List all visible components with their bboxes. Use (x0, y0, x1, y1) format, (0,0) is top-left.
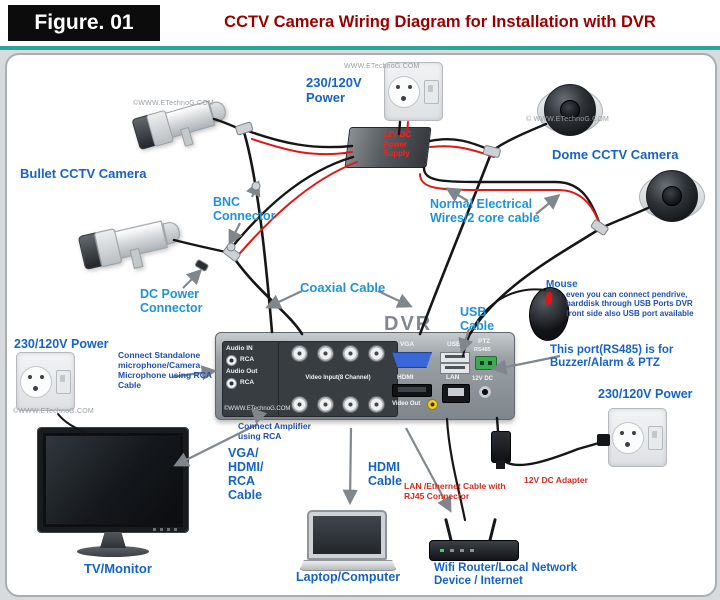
label-usb-cable: USB Cable (460, 305, 495, 333)
bnc-input-row (282, 345, 394, 362)
label-bullet-camera: Bullet CCTV Camera (20, 166, 147, 181)
dc-12v-label: 12V DC (472, 376, 494, 382)
dc-power-supply: 12V DC Power Supply (344, 127, 432, 168)
outlet-switch (647, 425, 663, 450)
outlet-switch (55, 369, 71, 394)
rca-jack (226, 354, 237, 366)
watermark-outlet: ©WWW.ETechnoG.COM (13, 408, 94, 415)
bnc-input (290, 345, 308, 362)
usb-label: USB (447, 341, 461, 348)
laptop-screen (307, 510, 387, 560)
audio-in-label: Audio IN (226, 345, 253, 352)
video-out-label: Video Out (392, 401, 421, 407)
audio-out-label: Audio Out (226, 367, 258, 375)
label-normal-wires: Normal Electrical Wires/2 core cable (430, 197, 540, 225)
note-mouse-usb: even you can connect pendrive, harddisk … (566, 290, 694, 318)
dc-adapter (491, 431, 511, 469)
outlet-switch (423, 79, 439, 104)
figure-number-badge: Figure. 01 (8, 5, 160, 41)
tv-screen (37, 427, 189, 533)
bnc-input (316, 345, 334, 362)
rca-label: RCA (240, 356, 255, 364)
label-power-right: 230/120V Power (598, 387, 693, 401)
watermark-camera: ©WWW.ETechnoG.COM (133, 100, 214, 107)
page-title: CCTV Camera Wiring Diagram for Installat… (224, 13, 656, 31)
power-outlet-right (608, 408, 667, 467)
vga-label: VGA (400, 341, 415, 348)
router-antenna (488, 517, 497, 543)
wifi-router (429, 517, 519, 561)
note-rs485: This port(RS485) is for Buzzer/Alarm & P… (550, 344, 674, 369)
dvr-brand-text: DVR (384, 313, 433, 335)
label-mouse: Mouse (546, 279, 578, 290)
tv-stand-base (77, 546, 149, 557)
label-dc-adapter: 12V DC Adapter (524, 475, 588, 485)
power-outlet-left (16, 352, 75, 411)
label-bnc-connector: BNC Connector (213, 195, 276, 223)
lan-label: LAN (446, 374, 460, 381)
label-laptop: Laptop/Computer (296, 570, 401, 584)
bnc-input-row (282, 396, 394, 413)
note-amplifier: Connect Amplifier using RCA (238, 421, 311, 442)
dome-lens (662, 186, 682, 206)
socket (612, 421, 645, 454)
dvr-video-panel: Video Input(8 Channel) (278, 341, 398, 417)
label-power-top: 230/120V Power (306, 75, 362, 105)
rs485-label: RS485 (474, 347, 491, 353)
usb-port-1 (440, 352, 470, 363)
label-vga-hdmi-rca: VGA/ HDMI/ RCA Cable (228, 446, 264, 502)
dvr-watermark: ©WWW.ETechnoG.COM (224, 406, 291, 412)
label-lan-cable: LAN /Ethernet Cable with RJ45 Connector (404, 481, 506, 501)
bnc-input (368, 396, 386, 413)
bnc-input (290, 396, 308, 413)
rca-label: RCA (240, 379, 255, 387)
bnc-input (342, 345, 360, 362)
dome-camera-1 (537, 82, 603, 138)
tv-monitor (37, 427, 189, 557)
power-plug (597, 434, 610, 446)
video-input-label: Video Input(8 Channel) (305, 375, 371, 382)
tv-stand-neck (100, 532, 126, 548)
header-bar: Figure. 01 CCTV Camera Wiring Diagram fo… (0, 0, 720, 50)
label-coaxial-cable: Coaxial Cable (300, 280, 386, 295)
usb-port-2 (440, 363, 470, 374)
dome-lens (560, 100, 580, 120)
power-supply-label: 12V DC Power Supply (383, 130, 412, 159)
note-microphone: Connect Standalone microphone/Camera Mic… (118, 350, 212, 391)
router-body (429, 540, 519, 561)
watermark-top: WWW.ETechnoG.COM (344, 63, 420, 70)
video-out-jack (427, 399, 438, 410)
laptop (299, 510, 397, 571)
router-antenna (444, 517, 453, 543)
mouse (526, 285, 572, 343)
hdmi-port (392, 384, 432, 397)
dvr-unit: DVR Audio IN RCA Audio Out RCA Video Inp… (215, 313, 515, 420)
bnc-input (342, 396, 360, 413)
lan-port (442, 384, 470, 403)
dc-12v-jack (479, 386, 491, 398)
rs485-terminal (475, 356, 497, 370)
label-dome-camera: Dome CCTV Camera (552, 147, 679, 162)
label-power-left: 230/120V Power (14, 337, 109, 351)
vga-port (392, 352, 432, 368)
label-wifi-router: Wifi Router/Local Network Device / Inter… (434, 562, 578, 587)
label-tv-monitor: TV/Monitor (84, 561, 152, 576)
socket (388, 75, 421, 108)
watermark-dome: © WWW.ETechnoG.COM (526, 116, 610, 123)
hdmi-label: HDMI (397, 374, 414, 381)
bnc-input (368, 345, 386, 362)
power-outlet-top (384, 62, 443, 121)
label-dc-power-connector: DC Power Connector (140, 287, 203, 315)
bnc-input (316, 396, 334, 413)
rca-jack (226, 377, 237, 389)
socket (20, 365, 53, 398)
ptz-label: PTZ (478, 338, 491, 345)
label-hdmi-cable: HDMI Cable (368, 460, 403, 488)
dome-camera-2 (639, 168, 705, 224)
